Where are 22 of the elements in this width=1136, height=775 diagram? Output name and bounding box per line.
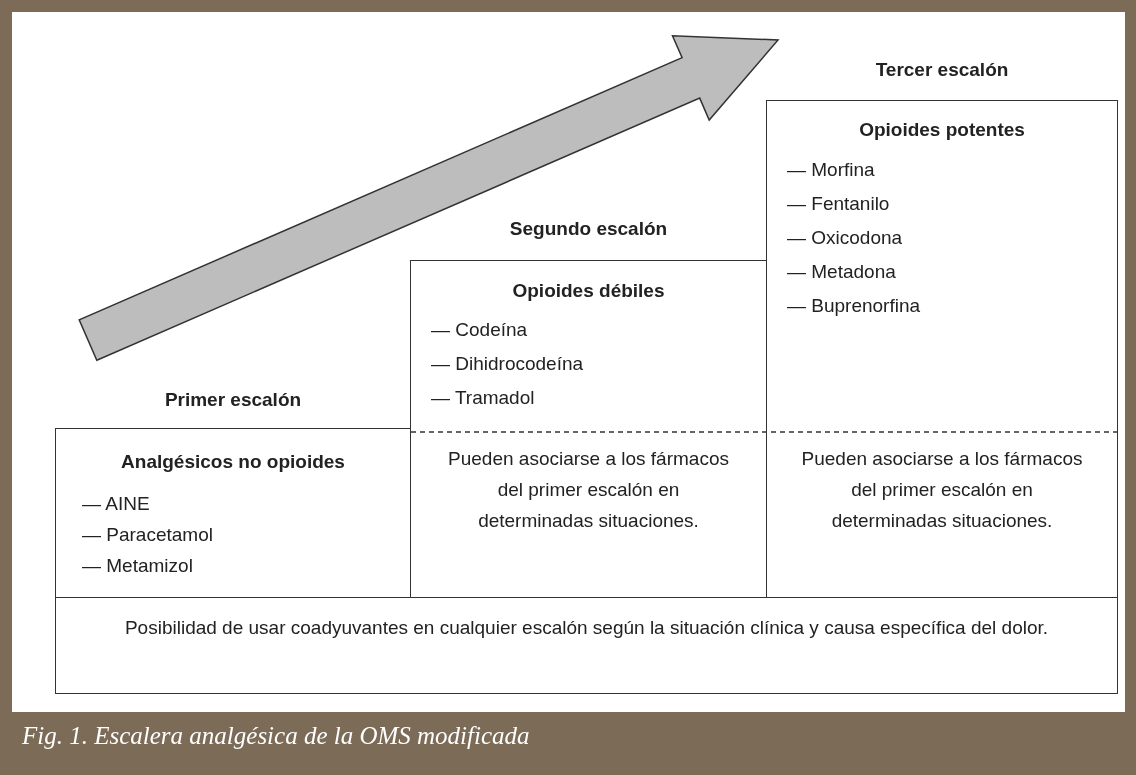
drug-item: — AINE xyxy=(82,493,150,515)
note-text: Posibilidad de usar coadyuvantes en cualquier escalón según la situación clínica y causa específica del dolor. xyxy=(123,616,1050,640)
step-heading: Segundo escalón xyxy=(508,218,669,240)
drug-item: — Metamizol xyxy=(82,555,193,577)
note-text: Pueden asociarse a los fármacos del primer escalón en determinadas situaciones. xyxy=(447,447,730,533)
drug-item: — Tramadol xyxy=(431,387,535,409)
step-title: Opioides débiles xyxy=(511,280,666,302)
step-title: Opioides potentes xyxy=(858,119,1026,141)
drug-item: — Dihidrocodeína xyxy=(431,353,584,375)
drug-item: — Morfina xyxy=(787,159,875,181)
note-text: Pueden asociarse a los fármacos del primer escalón en determinadas situaciones. xyxy=(800,447,1084,533)
drug-item: — Buprenorfina xyxy=(787,295,921,317)
figure-caption: Fig. 1. Escalera analgésica de la OMS modificada xyxy=(22,722,530,750)
drug-item: — Fentanilo xyxy=(787,193,890,215)
drug-item: — Codeína xyxy=(431,319,528,341)
drug-item: — Oxicodona xyxy=(787,227,903,249)
step-heading: Tercer escalón xyxy=(874,59,1010,81)
step-box xyxy=(55,597,1118,694)
drug-item: — Metadona xyxy=(787,261,896,283)
step-title: Analgésicos no opioides xyxy=(120,451,346,473)
drug-item: — Paracetamol xyxy=(82,524,213,546)
step-heading: Primer escalón xyxy=(163,389,303,411)
